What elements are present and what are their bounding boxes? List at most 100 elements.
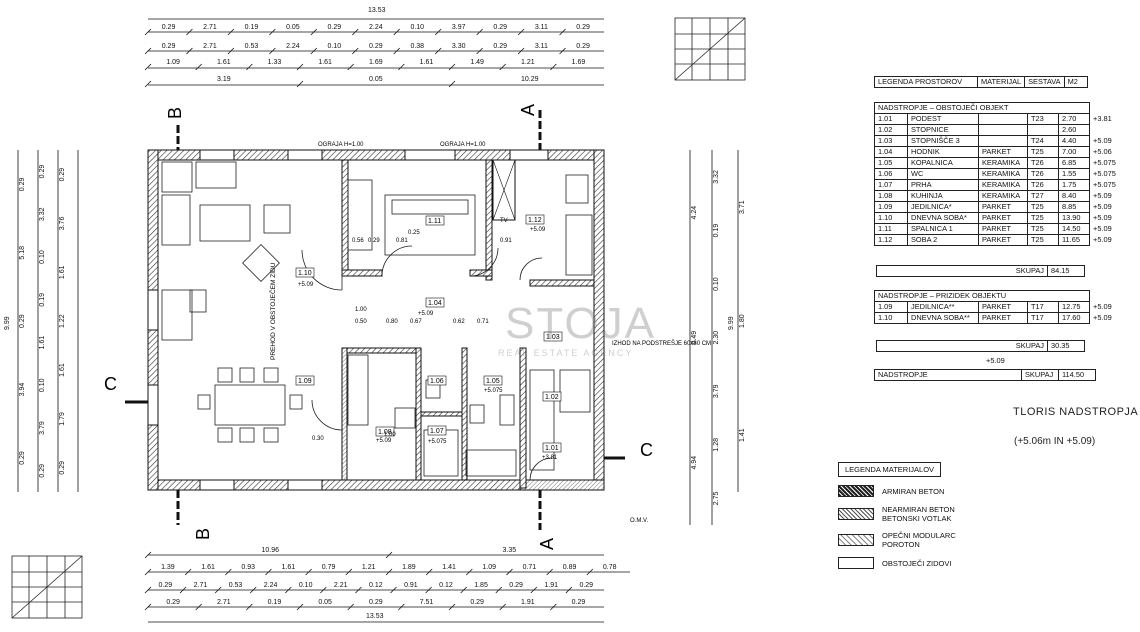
dimension-value: 1.28 bbox=[713, 438, 720, 452]
dimension-value: 1.61 bbox=[59, 363, 66, 377]
room-cell: 2.60 bbox=[1058, 124, 1090, 136]
dimension-tick bbox=[269, 47, 276, 55]
room-cell: JEDILNICA* bbox=[907, 201, 979, 213]
dimension-value: 0.19 bbox=[39, 293, 46, 307]
dimension-tick bbox=[225, 568, 232, 576]
dimension-tick bbox=[269, 28, 276, 36]
svg-text:0.80: 0.80 bbox=[386, 319, 398, 325]
drawing-subtitle: (+5.06m IN +5.09) bbox=[1014, 436, 1096, 447]
dimension-value: 3.32 bbox=[713, 170, 720, 184]
svg-text:1.02: 1.02 bbox=[545, 394, 559, 401]
dimension-value: 0.29 bbox=[162, 24, 176, 31]
swatch-obstojeci bbox=[838, 557, 874, 569]
left-col1: 0.295.180.293.940.29 bbox=[19, 177, 26, 464]
room-legend-header: LEGENDA PROSTOROV MATERIJAL SESTAVA M2 bbox=[874, 76, 1088, 88]
room-cell: 8.85 bbox=[1058, 201, 1090, 213]
dimension-value: 1.91 bbox=[521, 599, 535, 606]
dimension-tick bbox=[550, 603, 557, 611]
svg-text:0.62: 0.62 bbox=[453, 319, 465, 325]
room-cell: SPALNICA 1 bbox=[907, 223, 979, 235]
room-cell: KERAMIKA bbox=[978, 168, 1028, 180]
room-cell: PARKET bbox=[978, 312, 1028, 324]
svg-text:0.50: 0.50 bbox=[355, 319, 367, 325]
skupaj1: SKUPAJ 84.15 bbox=[876, 265, 1085, 277]
level-mark-bath: +5.075 bbox=[484, 388, 503, 394]
dimension-tick bbox=[144, 63, 152, 71]
svg-text:0.71: 0.71 bbox=[477, 319, 489, 325]
svg-text:0.91: 0.91 bbox=[500, 238, 512, 244]
dimension-tick bbox=[195, 603, 202, 611]
dimension-value: 3.11 bbox=[535, 43, 548, 50]
dimension-value: 0.29 bbox=[493, 43, 507, 50]
dimension-value: 3.19 bbox=[217, 76, 231, 83]
dimension-value: 0.05 bbox=[318, 599, 332, 606]
dimension-tick bbox=[227, 28, 235, 36]
dimension-value: 1.41 bbox=[442, 564, 456, 571]
dimension-tick bbox=[425, 586, 432, 594]
dimension-tick bbox=[448, 80, 456, 88]
level-note: +5.09 bbox=[986, 356, 1005, 365]
room-cell: 13.90 bbox=[1058, 212, 1090, 224]
right-col1: 4.240.494.94 bbox=[691, 206, 698, 470]
dimension-value: 1.41 bbox=[739, 428, 746, 442]
dimension-value: 1.49 bbox=[470, 59, 484, 66]
dimension-value: 0.19 bbox=[268, 599, 282, 606]
room-cell: 8.40 bbox=[1058, 190, 1090, 202]
room-cell: 1.04 bbox=[874, 146, 908, 158]
svg-text:1.06: 1.06 bbox=[430, 378, 444, 385]
tv-label: TV bbox=[500, 218, 508, 224]
svg-text:1.04: 1.04 bbox=[428, 300, 442, 307]
dimension-value: 0.93 bbox=[241, 564, 255, 571]
dimension-value: 0.10 bbox=[39, 378, 46, 392]
dimension-value: 0.71 bbox=[523, 564, 537, 571]
room-cell: 1.10 bbox=[874, 312, 908, 324]
dimension-tick bbox=[351, 28, 359, 36]
room-level: +5.075 bbox=[1093, 180, 1116, 189]
dimension-value: 2.24 bbox=[286, 43, 300, 50]
room-level: +5.06 bbox=[1093, 147, 1112, 156]
room-cell: PARKET bbox=[978, 223, 1028, 235]
dimension-value: 1.69 bbox=[572, 59, 586, 66]
dimension-tick bbox=[186, 28, 193, 36]
room-tag: 1.11 bbox=[425, 215, 445, 226]
room-tag: 1.04 bbox=[425, 297, 445, 308]
room-cell: 7.00 bbox=[1058, 146, 1090, 158]
dimension-tick bbox=[351, 47, 359, 55]
dimension-value: 0.79 bbox=[322, 564, 336, 571]
right-dimensions: 4.240.494.94 3.320.190.102.303.791.282.7… bbox=[689, 150, 746, 525]
section-c-right: C bbox=[640, 440, 653, 460]
omv-label: O.M.V. bbox=[630, 518, 648, 524]
room-level: +5.075 bbox=[1093, 169, 1116, 178]
header-sestava: SESTAVA bbox=[1024, 76, 1065, 88]
dimension-tick bbox=[305, 568, 312, 576]
dimension-value: 0.10 bbox=[410, 24, 424, 31]
attic-exit-note: IZHOD NA PODSTREŠJE 60x80 CM bbox=[612, 340, 711, 347]
room-cell: T25 bbox=[1027, 146, 1059, 158]
section-a-top: A bbox=[518, 104, 538, 116]
room-level bbox=[1090, 125, 1120, 136]
bottom-overall: 13.53 bbox=[366, 613, 384, 620]
dimension-value: 4.94 bbox=[691, 456, 698, 470]
dimension-tick bbox=[179, 586, 187, 594]
dimension-value: 7.51 bbox=[420, 599, 434, 606]
room-tag: 1.02 bbox=[542, 391, 562, 402]
room-level: +5.09 bbox=[1093, 313, 1112, 322]
dimension-tick bbox=[144, 551, 152, 559]
section-a-bottom: A bbox=[537, 538, 557, 550]
room-level: +5.09 bbox=[1093, 191, 1112, 200]
room-cell: 1.02 bbox=[874, 124, 908, 136]
dimension-value: 0.38 bbox=[410, 43, 424, 50]
svg-text:0.56: 0.56 bbox=[352, 238, 364, 244]
svg-text:1.09: 1.09 bbox=[298, 378, 312, 385]
svg-text:1.05: 1.05 bbox=[486, 378, 500, 385]
